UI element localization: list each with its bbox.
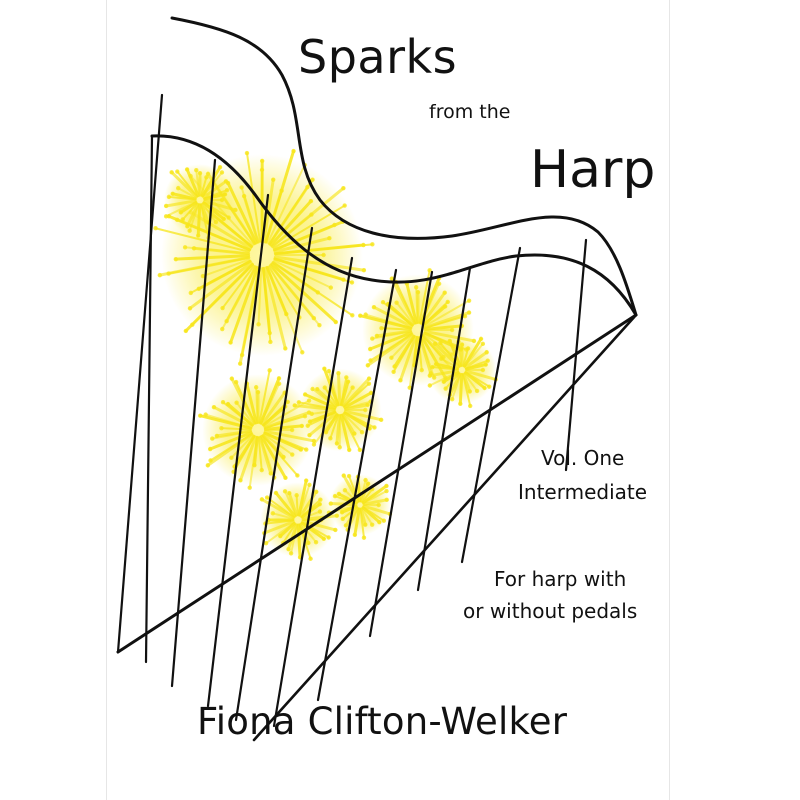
scan-margin-left: [0, 0, 104, 800]
harp-string: [234, 226, 314, 722]
cover-sheet: [106, 0, 670, 800]
harp-strings: [116, 93, 588, 728]
harp-string: [460, 246, 522, 564]
description-line-1: For harp with: [494, 567, 627, 591]
title-line-harp: Harp: [530, 140, 656, 200]
author-name: Fiona Clifton-Welker: [197, 700, 568, 743]
harp-neck-inner: [150, 134, 638, 317]
harp-neck-outer: [170, 16, 638, 317]
description-line-2: or without pedals: [463, 599, 638, 623]
harp-soundboard: [116, 313, 638, 654]
title-line-from-the: from the: [429, 101, 511, 123]
scan-margin-right: [670, 0, 800, 800]
harp-string: [316, 268, 398, 702]
harp-string: [416, 266, 472, 592]
harp-string: [116, 93, 164, 654]
harp-string: [206, 193, 270, 708]
harp-string: [144, 134, 154, 664]
harp-string: [170, 158, 217, 688]
harp-string: [272, 256, 354, 728]
firework-burst: [259, 478, 340, 561]
fireworks-decoration: [153, 148, 498, 561]
firework-burst: [292, 366, 384, 453]
firework-burst: [198, 368, 317, 490]
firework-burst: [163, 164, 238, 241]
title-line-sparks: Sparks: [298, 30, 458, 84]
firework-burst: [427, 335, 498, 409]
level-label: Intermediate: [518, 480, 648, 504]
volume-label: Vol. One: [541, 446, 625, 470]
harp-string: [368, 270, 434, 638]
harp-pillar: [252, 313, 638, 742]
